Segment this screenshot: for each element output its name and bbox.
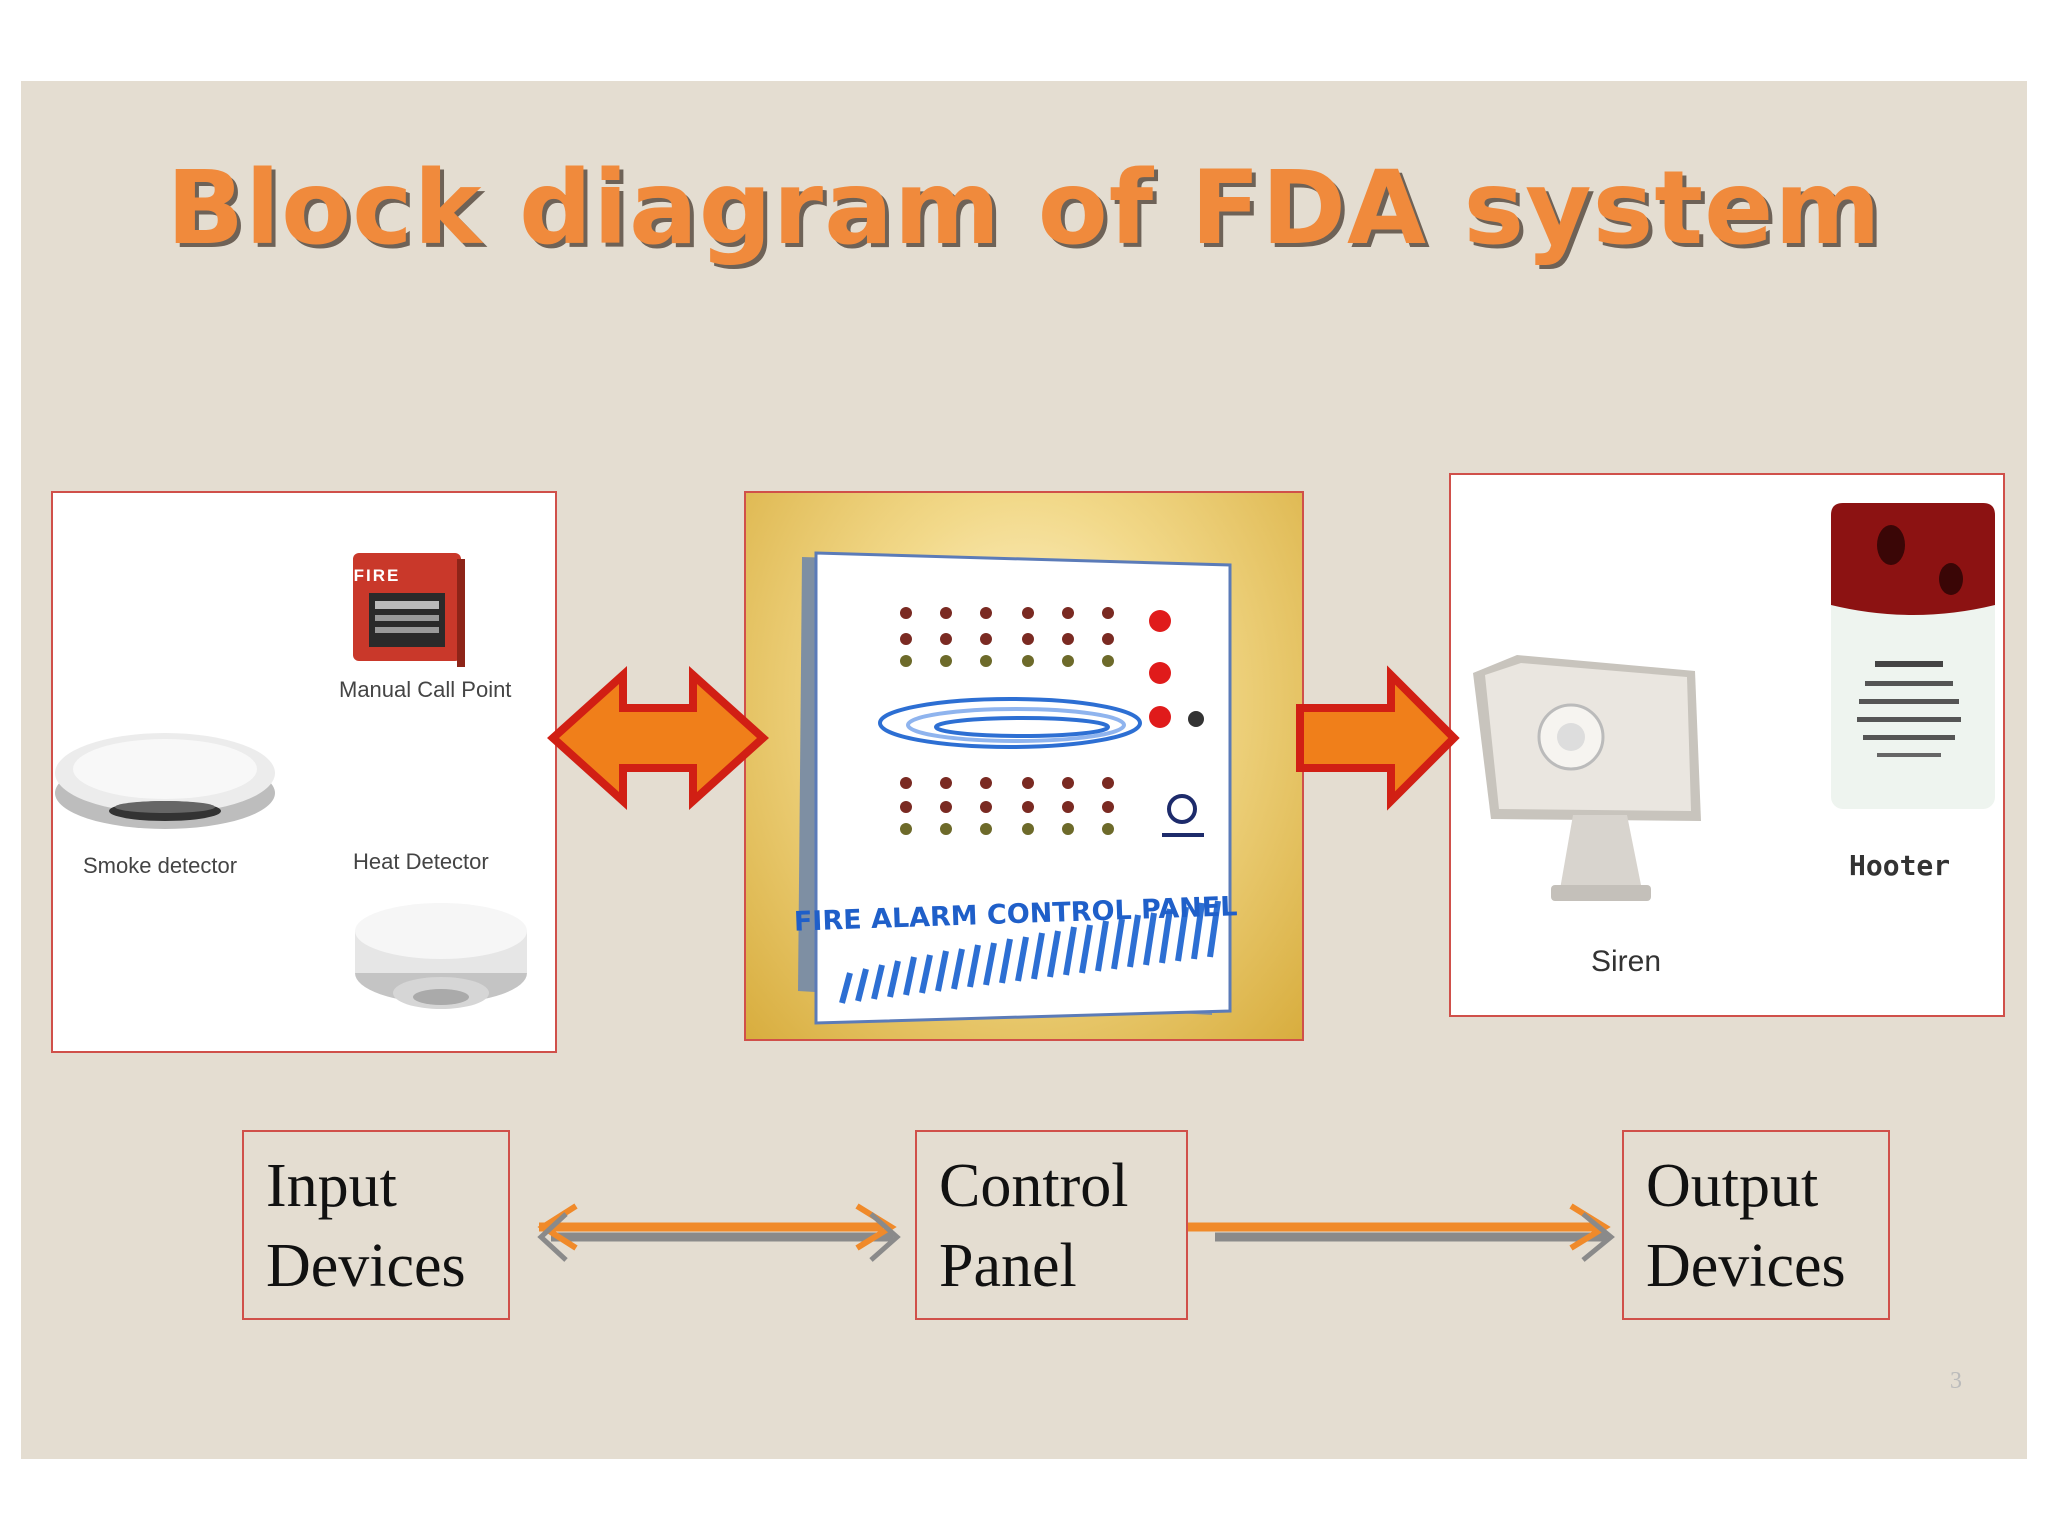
control-panel-line-2: Panel — [939, 1232, 1077, 1300]
input-devices-picture-panel: FIRE Manual Call Point Smoke detector He… — [51, 491, 557, 1053]
siren-icon — [1473, 655, 1701, 901]
heat-detector-label: Heat Detector — [353, 849, 489, 874]
output-devices-picture-panel: Hooter Siren — [1449, 473, 2005, 1017]
siren-label: Siren — [1591, 945, 1662, 978]
double-block-arrow — [547, 666, 769, 810]
control-panel-picture-panel: FIRE ALARM CONTROL PANEL — [744, 491, 1304, 1041]
control-output-connector — [1187, 1203, 1615, 1262]
manual-call-point-label: Manual Call Point — [339, 677, 512, 702]
control-buttons — [1149, 610, 1204, 728]
output-devices-line-2: Devices — [1646, 1232, 1846, 1300]
slide-title: Block diagram of FDA system — [166, 149, 1882, 268]
manual-call-point-icon — [353, 553, 465, 667]
input-devices-block: Input Devices — [242, 1130, 510, 1320]
hooter-label: Hooter — [1849, 849, 1951, 882]
output-devices-illustration — [1473, 503, 1995, 901]
heat-detector-icon — [355, 903, 527, 1009]
control-panel-line-1: Control — [939, 1152, 1129, 1220]
connector-arrows-layer — [537, 665, 1615, 1262]
slide-number: 3 — [1950, 1368, 1962, 1394]
manual-call-point-face-text: FIRE — [354, 566, 401, 585]
smoke-detector-icon — [55, 733, 275, 829]
output-devices-block: Output Devices — [1622, 1130, 1890, 1320]
smoke-detector-label: Smoke detector — [83, 853, 238, 878]
indicator-leds-bottom — [900, 777, 1114, 835]
hooter-icon — [1831, 503, 1995, 809]
stripe-band — [839, 900, 1221, 1004]
brand-logo-icon — [1162, 794, 1204, 837]
control-panel-illustration: FIRE ALARM CONTROL PANEL — [793, 551, 1238, 1025]
output-devices-line-1: Output — [1646, 1152, 1819, 1220]
right-block-arrow — [1296, 665, 1460, 811]
indicator-leds-top — [900, 607, 1114, 667]
input-devices-line-2: Devices — [266, 1232, 466, 1300]
input-devices-line-1: Input — [266, 1152, 397, 1220]
input-control-connector — [537, 1203, 901, 1262]
swoosh-graphic — [878, 697, 1142, 749]
slide: Block diagram of FDA system FIRE — [21, 81, 2027, 1459]
control-panel-block: Control Panel — [915, 1130, 1188, 1320]
input-devices-illustration: FIRE — [55, 553, 527, 1009]
